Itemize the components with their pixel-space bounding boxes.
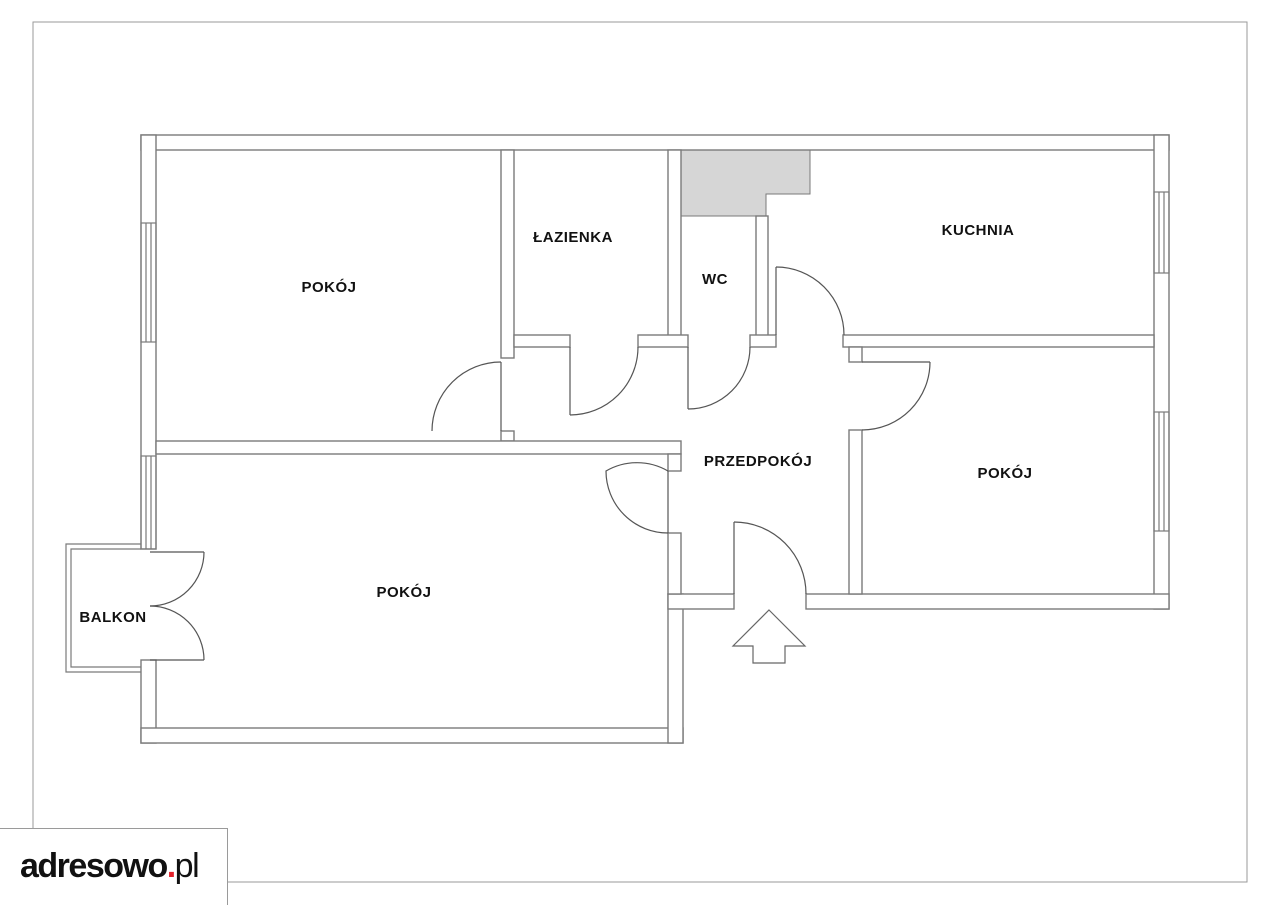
brand-logo: adresowo.pl	[20, 847, 200, 885]
room-label-lazienka: ŁAZIENKA	[533, 229, 613, 246]
room-label-pokoj-top: POKÓJ	[301, 278, 356, 296]
shaft-block	[680, 149, 811, 217]
room-label-wc: WC	[702, 271, 728, 288]
room-label-balkon: BALKON	[79, 609, 146, 626]
exterior-walls	[140, 134, 1170, 744]
windows	[140, 191, 1170, 550]
doors	[149, 266, 931, 661]
entrance-arrow-icon	[731, 609, 807, 664]
logo-tld: pl	[174, 847, 200, 885]
page-frame	[32, 21, 1248, 883]
room-label-pokoj-right: POKÓJ	[977, 464, 1032, 482]
logo-box: adresowo.pl	[0, 828, 228, 905]
logo-name: adresowo	[20, 847, 168, 885]
room-label-przedpokoj: PRZEDPOKÓJ	[704, 452, 812, 470]
room-label-pokoj-bottom: POKÓJ	[376, 583, 431, 601]
logo-dot: .	[166, 847, 176, 885]
interior-walls	[155, 149, 1155, 595]
room-label-kuchnia: KUCHNIA	[942, 222, 1015, 239]
balcony-outline	[65, 543, 141, 673]
